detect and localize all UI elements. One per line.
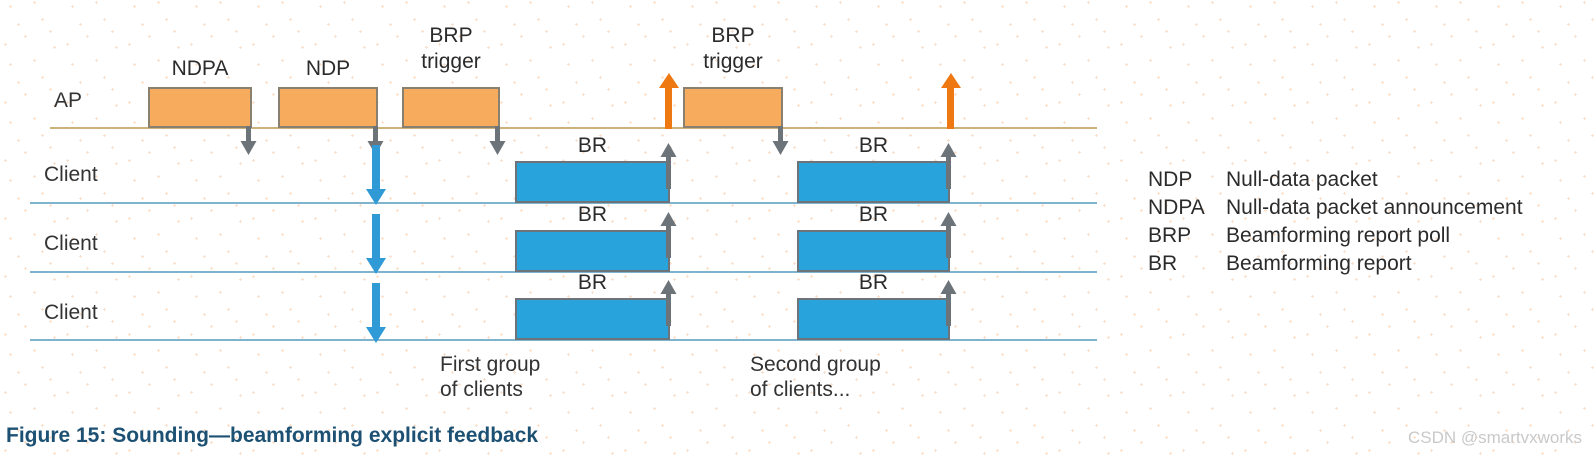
- arrow-up-br-g1-client-3: [660, 280, 677, 326]
- legend-abbr-ndpa: NDPA: [1148, 196, 1205, 219]
- group-label-first-line1: First group: [440, 353, 541, 376]
- br-packet-g2-client-1: [797, 161, 950, 203]
- br-label-g2-client-3: BR: [858, 271, 889, 294]
- figure-caption: Figure 15: Sounding—beamforming explicit…: [6, 424, 539, 447]
- legend-desc-ndpa: Null-data packet announcement: [1226, 196, 1523, 219]
- legend-abbr-br: BR: [1148, 252, 1178, 275]
- legend-item-ndp: NDP Null-data packet: [1148, 168, 1523, 196]
- br-packet-g2-client-3: [797, 298, 950, 340]
- arrow-up-br-g1-client-2: [660, 212, 677, 258]
- ap-packet-label-ndp: NDP: [305, 57, 351, 80]
- arrow-up-br-g2-client-1: [940, 143, 957, 189]
- ap-packet-brp-trigger-2: [683, 87, 783, 128]
- timeline-client-1: [30, 202, 1097, 204]
- br-packet-g1-client-2: [515, 230, 670, 272]
- arrow-down-ndp-to-client-1: [366, 145, 386, 205]
- arrow-down-ndpa: [240, 126, 257, 155]
- legend-desc-br: Beamforming report: [1226, 252, 1412, 275]
- ap-packet-label-brp-trigger-1-line1: BRP: [429, 24, 473, 47]
- timeline-ap: [50, 127, 1097, 129]
- ap-packet-label-brp-trigger-2-line1: BRP: [711, 24, 755, 47]
- br-label-g1-client-2: BR: [577, 203, 608, 226]
- legend-abbr-ndp: NDP: [1148, 168, 1193, 191]
- arrow-up-feedback-group-2: [941, 73, 961, 129]
- watermark: CSDN @smartvxworks: [1407, 428, 1582, 447]
- ap-packet-ndp: [278, 87, 378, 128]
- ap-packet-label-ndpa: NDPA: [171, 57, 229, 80]
- lane-label-client-2: Client: [44, 232, 98, 255]
- legend-item-br: BR Beamforming report: [1148, 252, 1523, 280]
- arrow-up-br-g2-client-2: [940, 212, 957, 258]
- legend-desc-ndp: Null-data packet: [1226, 168, 1378, 191]
- group-label-second-line2: of clients...: [750, 378, 851, 401]
- ap-packet-label-brp-trigger-1-line2: trigger: [421, 50, 481, 73]
- arrow-up-feedback-group-1: [659, 73, 679, 129]
- sounding-sequence-diagram: AP Client Client Client NDPA NDP BRP tri…: [30, 24, 1097, 401]
- timeline-client-2: [30, 271, 1097, 273]
- lane-label-ap: AP: [54, 89, 83, 112]
- lane-label-client-3: Client: [44, 301, 98, 324]
- br-packet-g2-client-2: [797, 230, 950, 272]
- lane-label-client-1: Client: [44, 163, 98, 186]
- group-label-first-line2: of clients: [440, 378, 523, 401]
- arrow-up-br-g2-client-3: [940, 280, 957, 326]
- arrow-down-brp-trigger-1: [489, 126, 506, 155]
- br-label-g2-client-1: BR: [858, 134, 889, 157]
- arrow-down-ndp-to-client-3: [366, 283, 386, 343]
- legend-abbr-brp: BRP: [1148, 224, 1192, 247]
- legend-item-ndpa: NDPA Null-data packet announcement: [1148, 196, 1523, 224]
- br-packet-g1-client-1: [515, 161, 670, 203]
- ap-packet-label-brp-trigger-2-line2: trigger: [703, 50, 763, 73]
- br-packet-g1-client-3: [515, 298, 670, 340]
- arrow-down-brp-trigger-2: [772, 126, 789, 155]
- arrow-up-br-g1-client-1: [660, 143, 677, 189]
- ap-packet-brp-trigger-1: [402, 87, 500, 128]
- group-label-second-line1: Second group: [750, 353, 881, 376]
- legend-item-brp: BRP Beamforming report poll: [1148, 224, 1523, 252]
- legend-desc-brp: Beamforming report poll: [1226, 224, 1451, 247]
- legend: NDP Null-data packet NDPA Null-data pack…: [1148, 168, 1523, 280]
- timeline-client-3: [30, 339, 1097, 341]
- br-label-g1-client-3: BR: [577, 271, 608, 294]
- arrow-down-ndp-to-client-2: [366, 214, 386, 274]
- br-label-g2-client-2: BR: [858, 203, 889, 226]
- ap-packet-ndpa: [148, 87, 252, 128]
- br-label-g1-client-1: BR: [577, 134, 608, 157]
